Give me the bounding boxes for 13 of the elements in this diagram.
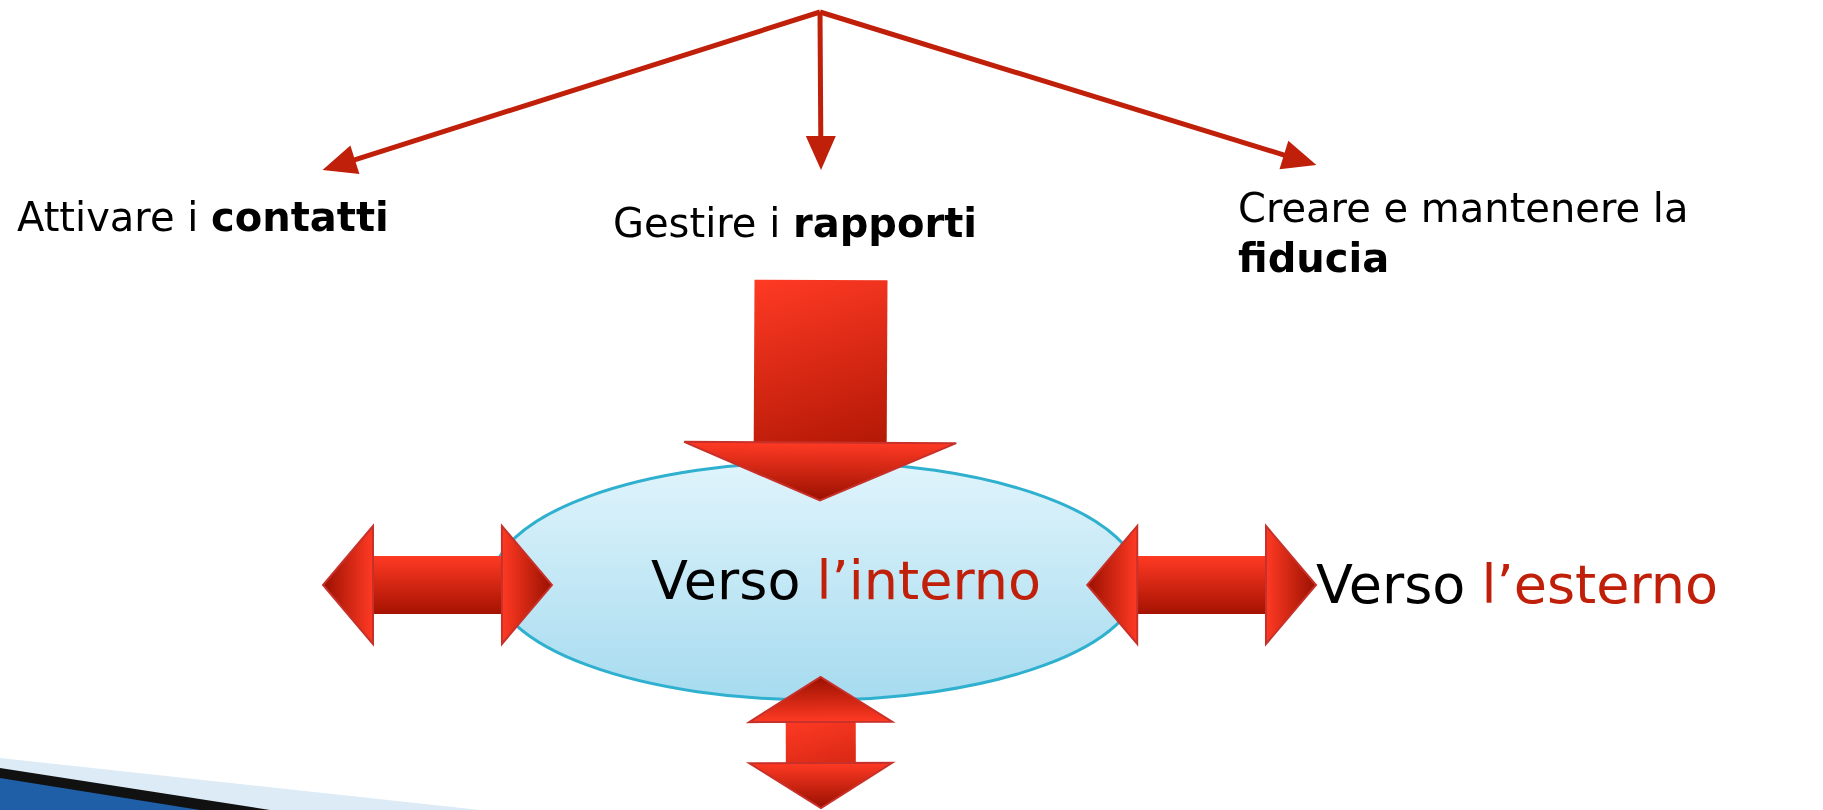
block-arrow — [748, 675, 894, 809]
node-text: Creare e mantenere la fiducia — [1238, 184, 1690, 283]
node-text: l’interno — [816, 548, 1041, 615]
arrow — [322, 9, 821, 174]
node-text: Gestire i rapporti — [613, 199, 978, 248]
block-arrow — [1086, 524, 1317, 645]
node-text: Attivare i contatti — [17, 193, 390, 242]
arrow — [805, 12, 836, 170]
node-text: Verso — [651, 548, 801, 615]
node-text: l’esterno — [1481, 552, 1718, 619]
node-text: Verso — [1316, 552, 1466, 619]
block-arrow — [322, 524, 553, 645]
arrow — [819, 9, 1317, 170]
